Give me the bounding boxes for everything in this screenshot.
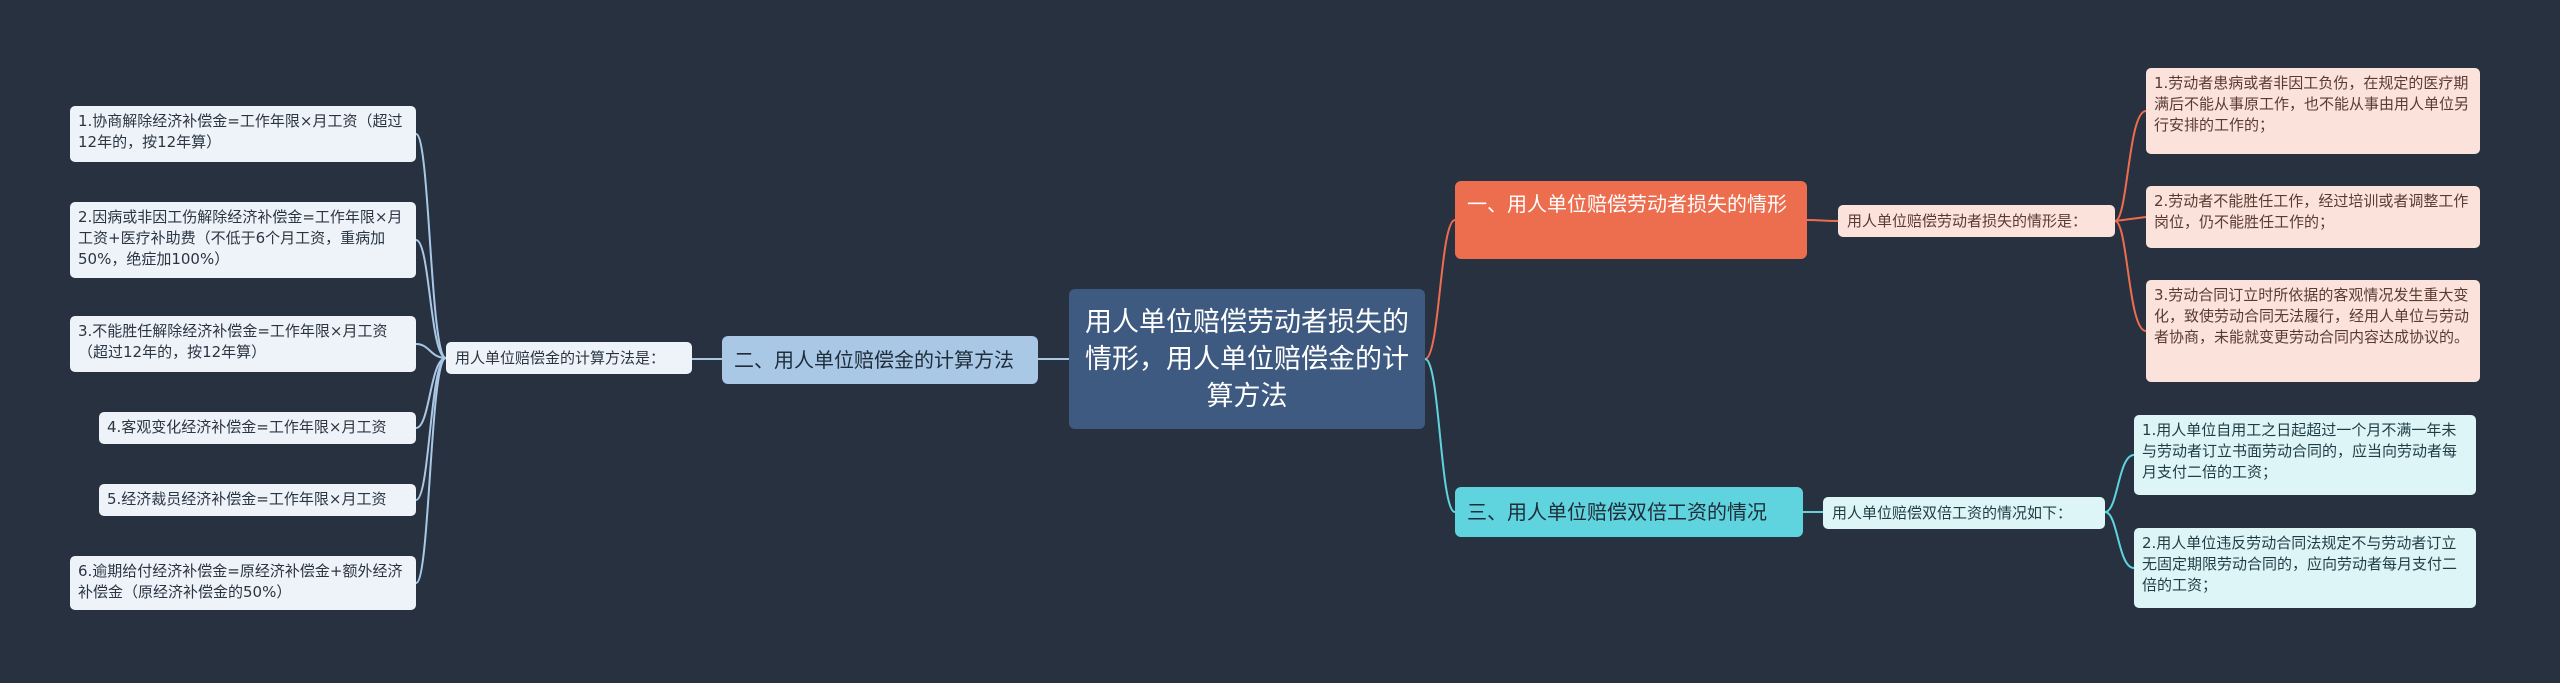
calc-item-6-label: 6.逾期给付经济补偿金=原经济补偿金+额外经济补偿金（原经济补偿金的50%） <box>78 562 403 601</box>
root-topic-label: 用人单位赔偿劳动者损失的情形，用人单位赔偿金的计算方法 <box>1085 306 1409 412</box>
link-calc-l5 <box>415 357 447 501</box>
root-topic[interactable]: 用人单位赔偿劳动者损失的情形，用人单位赔偿金的计算方法 <box>1069 289 1425 429</box>
branch-loss-sub[interactable]: 用人单位赔偿劳动者损失的情形是： <box>1838 205 2115 237</box>
loss-item-1[interactable]: 1.劳动者患病或者非因工负伤，在规定的医疗期满后不能从事原工作，也不能从事由用人… <box>2146 68 2480 154</box>
branch-loss-label: 一、用人单位赔偿劳动者损失的情形 <box>1467 192 1787 216</box>
link-calc-l3 <box>415 343 447 359</box>
link-double-c2 <box>2104 511 2135 569</box>
link-loss-r2 <box>2114 216 2147 222</box>
link-loss-sub <box>1806 219 1839 222</box>
link-loss-r1 <box>2114 110 2147 222</box>
calc-item-3[interactable]: 3.不能胜任解除经济补偿金=工作年限×月工资（超过12年的，按12年算） <box>70 316 416 372</box>
branch-loss[interactable]: 一、用人单位赔偿劳动者损失的情形 <box>1455 181 1807 259</box>
double-item-2-label: 2.用人单位违反劳动合同法规定不与劳动者订立无固定期限劳动合同的，应向劳动者每月… <box>2142 534 2458 594</box>
calc-item-3-label: 3.不能胜任解除经济补偿金=工作年限×月工资（超过12年的，按12年算） <box>78 322 388 361</box>
double-item-1-label: 1.用人单位自用工之日起超过一个月不满一年未与劳动者订立书面劳动合同的，应当向劳… <box>2142 421 2458 481</box>
link-double-c1 <box>2104 454 2135 513</box>
branch-double[interactable]: 三、用人单位赔偿双倍工资的情况 <box>1455 487 1803 537</box>
link-calc-l4 <box>415 357 447 429</box>
calc-item-4[interactable]: 4.客观变化经济补偿金=工作年限×月工资 <box>99 412 416 444</box>
branch-calc-label: 二、用人单位赔偿金的计算方法 <box>734 348 1014 372</box>
loss-item-2-label: 2.劳动者不能胜任工作，经过培训或者调整工作岗位，仍不能胜任工作的； <box>2154 192 2469 231</box>
double-item-2[interactable]: 2.用人单位违反劳动合同法规定不与劳动者订立无固定期限劳动合同的，应向劳动者每月… <box>2134 528 2476 608</box>
calc-item-4-label: 4.客观变化经济补偿金=工作年限×月工资 <box>107 418 387 436</box>
link-loss-r3 <box>2114 220 2147 332</box>
calc-item-2[interactable]: 2.因病或非因工伤解除经济补偿金=工作年限×月工资+医疗补助费（不低于6个月工资… <box>70 202 416 278</box>
loss-item-2[interactable]: 2.劳动者不能胜任工作，经过培训或者调整工作岗位，仍不能胜任工作的； <box>2146 186 2480 248</box>
loss-item-3[interactable]: 3.劳动合同订立时所依据的客观情况发生重大变化，致使劳动合同无法履行，经用人单位… <box>2146 280 2480 382</box>
calc-item-6[interactable]: 6.逾期给付经济补偿金=原经济补偿金+额外经济补偿金（原经济补偿金的50%） <box>70 556 416 610</box>
loss-item-3-label: 3.劳动合同订立时所依据的客观情况发生重大变化，致使劳动合同无法履行，经用人单位… <box>2154 286 2470 346</box>
calc-item-1[interactable]: 1.协商解除经济补偿金=工作年限×月工资（超过12年的，按12年算） <box>70 106 416 162</box>
branch-loss-sub-label: 用人单位赔偿劳动者损失的情形是： <box>1847 212 2088 230</box>
branch-calc-sub[interactable]: 用人单位赔偿金的计算方法是： <box>446 342 692 374</box>
branch-double-sub[interactable]: 用人单位赔偿双倍工资的情况如下： <box>1823 497 2105 529</box>
link-calc-l1 <box>415 133 447 359</box>
branch-calc-sub-label: 用人单位赔偿金的计算方法是： <box>455 349 666 367</box>
loss-item-1-label: 1.劳动者患病或者非因工负伤，在规定的医疗期满后不能从事原工作，也不能从事由用人… <box>2154 74 2470 134</box>
branch-calc[interactable]: 二、用人单位赔偿金的计算方法 <box>722 336 1038 384</box>
branch-double-sub-label: 用人单位赔偿双倍工资的情况如下： <box>1832 504 2073 522</box>
link-calc-l2 <box>415 239 447 359</box>
link-root-loss <box>1424 219 1456 360</box>
branch-double-label: 三、用人单位赔偿双倍工资的情况 <box>1467 500 1767 524</box>
double-item-1[interactable]: 1.用人单位自用工之日起超过一个月不满一年未与劳动者订立书面劳动合同的，应当向劳… <box>2134 415 2476 495</box>
calc-item-1-label: 1.协商解除经济补偿金=工作年限×月工资（超过12年的，按12年算） <box>78 112 403 151</box>
calc-item-5-label: 5.经济裁员经济补偿金=工作年限×月工资 <box>107 490 387 508</box>
link-root-double <box>1424 358 1456 513</box>
link-calc-l6 <box>415 357 447 584</box>
calc-item-5[interactable]: 5.经济裁员经济补偿金=工作年限×月工资 <box>99 484 416 516</box>
calc-item-2-label: 2.因病或非因工伤解除经济补偿金=工作年限×月工资+医疗补助费（不低于6个月工资… <box>78 208 403 268</box>
